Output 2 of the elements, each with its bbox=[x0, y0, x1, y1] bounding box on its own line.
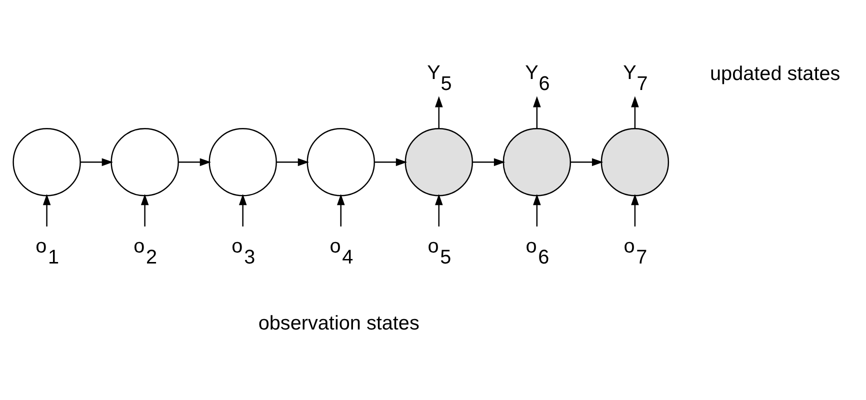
label: updated states bbox=[710, 63, 840, 86]
label: observation states bbox=[258, 312, 420, 334]
